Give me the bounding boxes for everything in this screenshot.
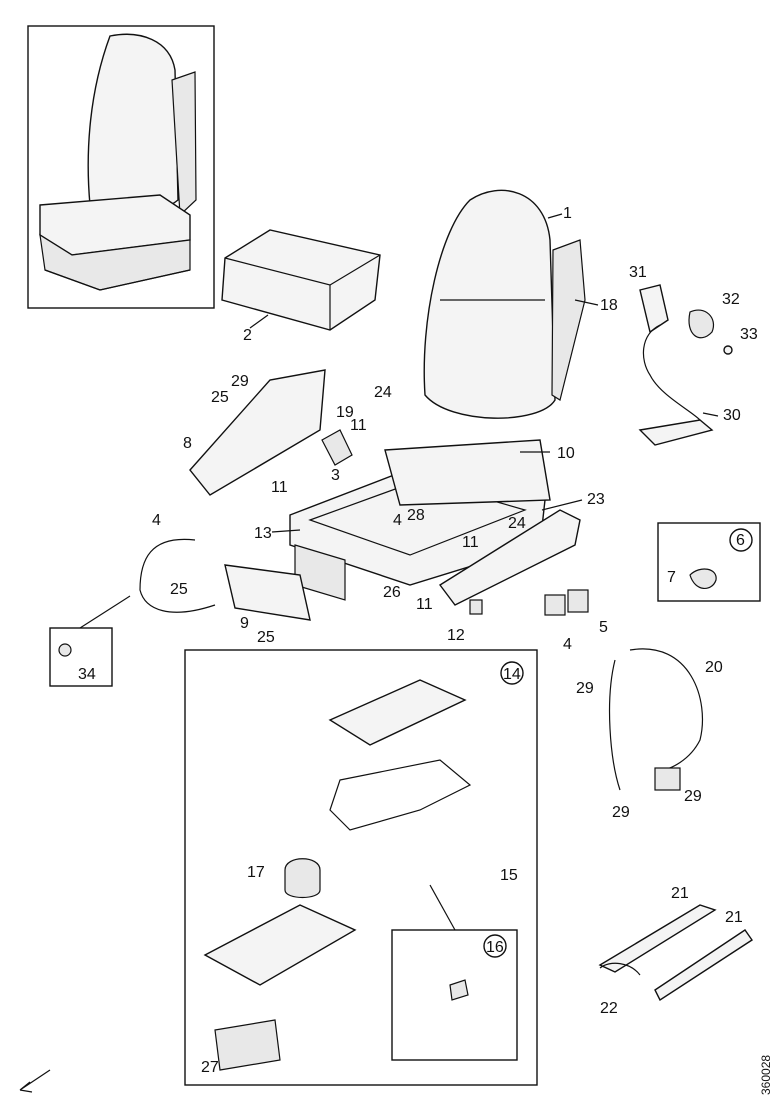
label-part-24-b: 24 [508,515,526,532]
side-cover-part [189,369,326,496]
label-part-22: 22 [600,1000,618,1017]
callout-circle-6 [729,528,753,552]
document-id: 360028 [759,1055,773,1095]
box-6 [657,522,761,602]
recliner-mechanism-part [638,284,733,446]
front-cover-part [438,509,581,606]
label-part-18: 18 [600,297,618,314]
part-labels: 1 2 3 4 4 4 5 6 7 8 9 10 11 11 11 11 12 … [78,205,758,1076]
label-part-29-a: 29 [231,373,249,390]
overview-seat-inset [27,25,215,309]
label-part-25-c: 25 [257,629,275,646]
callout-circle-14 [500,661,524,685]
label-part-28: 28 [407,507,425,524]
box-16 [391,884,518,1061]
label-part-11-c: 11 [462,534,479,551]
label-part-27: 27 [201,1059,219,1076]
label-part-26: 26 [383,584,401,601]
box-34 [49,595,131,687]
label-part-2: 2 [243,327,252,344]
label-part-13: 13 [254,525,272,542]
label-part-16: 16 [486,939,504,956]
seat-rails-part [598,904,753,1002]
label-part-20: 20 [705,659,723,676]
label-part-11-d: 11 [416,596,433,613]
label-part-17: 17 [247,864,265,881]
leader-lines [249,213,719,533]
label-part-4-cable: 4 [152,512,161,529]
label-part-8: 8 [183,435,192,452]
label-part-29-d: 29 [612,804,630,821]
label-part-24-a: 24 [374,384,392,401]
label-part-25-a: 25 [211,389,229,406]
seat-cushion-part [221,229,381,331]
label-part-7: 7 [667,569,676,586]
label-part-11-b: 11 [271,479,288,496]
label-part-10: 10 [557,445,575,462]
seat-belt-part [608,648,704,791]
label-part-11-a: 11 [350,417,367,434]
seat-frame-part [289,439,551,601]
label-part-23: 23 [587,491,605,508]
label-part-9: 9 [240,615,249,632]
label-part-32: 32 [722,291,740,308]
backrest-part [423,189,586,419]
suspension-box-14 [184,649,538,1086]
label-part-4-frame: 4 [393,512,402,529]
callout-circle-16 [483,934,507,958]
label-part-1: 1 [563,205,572,222]
label-part-4-block: 4 [563,636,572,653]
label-part-33: 33 [740,326,758,343]
label-part-5: 5 [599,619,608,636]
label-part-6: 6 [736,532,745,549]
label-part-3: 3 [331,467,340,484]
label-part-29-b: 29 [576,680,594,697]
label-part-19: 19 [336,404,354,421]
label-part-15: 15 [500,867,518,884]
direction-arrow-icon [19,1069,51,1093]
label-part-25-b: 25 [170,581,188,598]
small-components [139,429,589,621]
label-part-12: 12 [447,627,465,644]
label-part-30: 30 [723,407,741,424]
label-part-31: 31 [629,264,647,281]
label-part-14: 14 [503,666,521,683]
label-part-29-c: 29 [684,788,702,805]
label-part-34: 34 [78,666,96,683]
label-part-21-b: 21 [725,909,743,926]
label-part-21-a: 21 [671,885,689,902]
